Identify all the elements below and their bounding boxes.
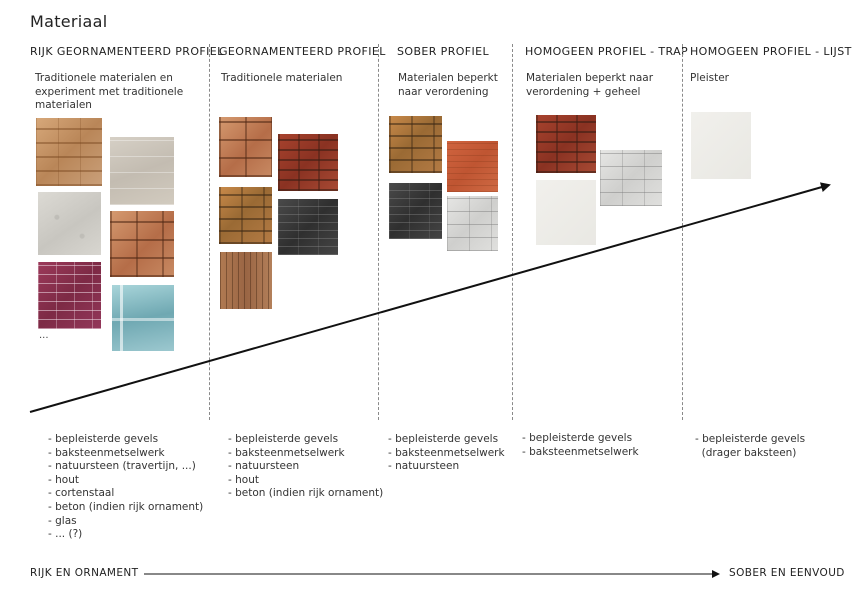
column-description-rijk-geornamenteerd: Traditionele materialen en experiment me… [35, 72, 184, 111]
column-heading-rijk-geornamenteerd: RIJK GEORNAMENTEERD PROFIEL [30, 45, 224, 58]
column-divider [209, 44, 210, 420]
white-block-swatch [447, 196, 498, 251]
list-item: (drager baksteen) [695, 446, 797, 459]
list-item: - bepleisterde gevels [522, 432, 633, 444]
dark-brick-swatch [278, 199, 338, 255]
column-description-geornamenteerd: Traditionele materialen [221, 72, 343, 84]
plaster-swatch [536, 180, 596, 245]
weathered-brick-swatch [219, 187, 272, 244]
list-item: - hout [228, 473, 259, 486]
glass-swatch [112, 285, 174, 351]
red-brick-swatch [278, 134, 338, 191]
list-item: - bepleisterde gevels [695, 433, 806, 445]
list-item: - natuursteen (travertijn, ...) [48, 460, 196, 473]
axis-label-rijk-en-ornament: RIJK EN ORNAMENT [30, 567, 139, 579]
material-list-homogeen-trap: - bepleisterde gevels - baksteenmetselwe… [522, 432, 639, 459]
list-item: - glas [48, 514, 77, 527]
column-heading-sober: SOBER PROFIEL [397, 45, 490, 58]
list-item: - baksteenmetselwerk [522, 445, 639, 458]
column-heading-geornamenteerd: GEORNAMENTEERD PROFIEL [219, 45, 386, 58]
more-materials-ellipsis: ... [39, 330, 49, 341]
stone-wall-swatch [219, 117, 272, 177]
stone-wall-swatch [110, 211, 174, 277]
column-divider [512, 44, 513, 420]
material-list-geornamenteerd: - bepleisterde gevels - baksteenmetselwe… [228, 433, 383, 501]
column-heading-homogeen-lijst: HOMOGEEN PROFIEL - LIJST [690, 45, 852, 58]
diagonal-progression-arrow [29, 182, 831, 413]
weathered-brick-swatch [389, 116, 442, 173]
orange-brick-swatch [447, 141, 498, 192]
list-item: - bepleisterde gevels [48, 433, 159, 445]
list-item: - bepleisterde gevels [228, 433, 339, 445]
list-item: - baksteenmetselwerk [228, 446, 345, 459]
column-divider [378, 44, 379, 420]
concrete-swatch [38, 192, 101, 255]
column-description-sober: Materialen beperkt naar verordening [398, 72, 498, 98]
brick-masonry-swatch [38, 262, 101, 329]
axis-label-sober-en-eenvoud: SOBER EN EENVOUD [729, 567, 845, 579]
plaster-swatch [691, 112, 751, 179]
material-list-rijk-geornamenteerd: - bepleisterde gevels - baksteenmetselwe… [48, 433, 203, 542]
list-item: - ... (?) [48, 528, 83, 541]
material-list-sober: - bepleisterde gevels - baksteenmetselwe… [388, 433, 505, 474]
column-divider [682, 44, 683, 420]
column-description-homogeen-lijst: Pleister [690, 72, 729, 84]
list-item: - baksteenmetselwerk [388, 446, 505, 459]
list-item: - cortenstaal [48, 487, 115, 500]
list-item: - natuursteen [388, 460, 460, 473]
wood-swatch [220, 252, 272, 309]
column-description-homogeen-trap: Materialen beperkt naar verordening + ge… [526, 72, 654, 98]
travertine-swatch [110, 137, 174, 205]
white-block-swatch [600, 150, 662, 206]
page-title: Materiaal [30, 12, 108, 31]
list-item: - baksteenmetselwerk [48, 446, 165, 459]
dark-brick-swatch [389, 183, 442, 239]
material-list-homogeen-lijst: - bepleisterde gevels (drager baksteen) [695, 433, 805, 460]
list-item: - beton (indien rijk ornament) [48, 500, 204, 513]
list-item: - bepleisterde gevels [388, 433, 499, 445]
sandstone-swatch [36, 118, 102, 186]
list-item: - hout [48, 473, 79, 486]
red-brick-swatch [536, 115, 596, 173]
list-item: - natuursteen [228, 460, 300, 473]
list-item: - beton (indien rijk ornament) [228, 487, 384, 500]
column-heading-homogeen-trap: HOMOGEEN PROFIEL - TRAP [525, 45, 689, 58]
